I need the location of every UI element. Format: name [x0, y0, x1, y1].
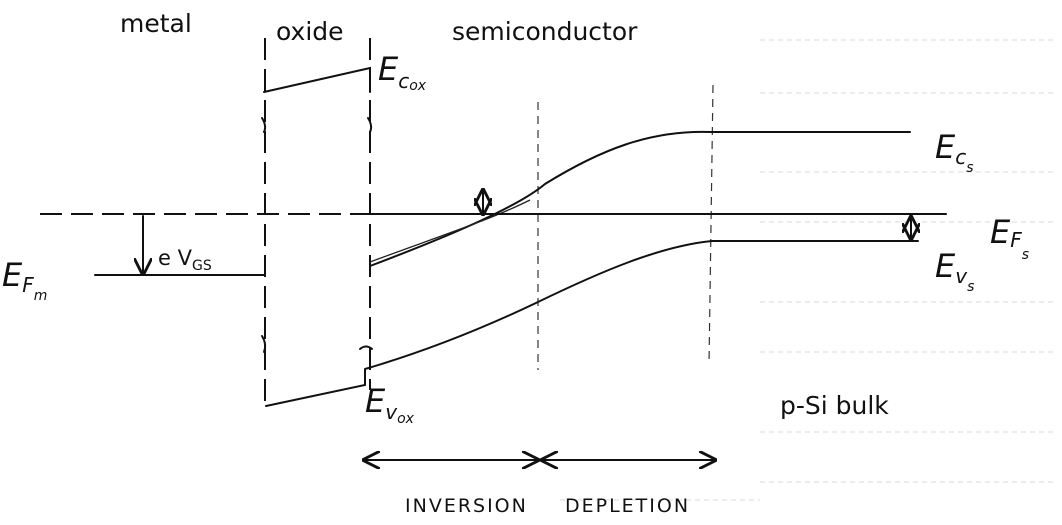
label-e-vgs: e VGS	[158, 246, 212, 274]
region-label-oxide: oxide	[276, 17, 344, 46]
label-p-si-bulk: p-Si bulk	[780, 391, 889, 420]
conduction-band-double-stroke	[369, 199, 531, 263]
semiconductor-valence-band	[364, 240, 919, 370]
label-e-cox: Ecox	[378, 50, 427, 94]
region-label-semiconductor: semiconductor	[452, 17, 638, 46]
oxide-cb-left-break	[261, 117, 267, 133]
label-e-fs: EFs	[990, 213, 1029, 263]
paper-ruling	[560, 39, 1055, 501]
label-depletion: DEPLETION	[565, 495, 690, 517]
label-e-cs: Ecs	[935, 128, 974, 176]
oxide-cb-right-break	[367, 117, 373, 133]
oxide-vb-right-break	[359, 345, 373, 350]
label-e-vox: Evox	[365, 382, 415, 427]
label-e-vs: Evs	[935, 247, 974, 295]
oxide-vb-left-break	[261, 335, 267, 353]
depletion-bulk-boundary	[708, 84, 714, 366]
oxide-conduction-band	[263, 66, 371, 93]
semiconductor-conduction-band	[369, 130, 911, 267]
region-label-metal: metal	[120, 9, 192, 38]
label-e-fm: EFm	[2, 256, 47, 304]
oxide-valence-band	[265, 369, 366, 407]
label-inversion: INVERSION	[405, 495, 528, 517]
